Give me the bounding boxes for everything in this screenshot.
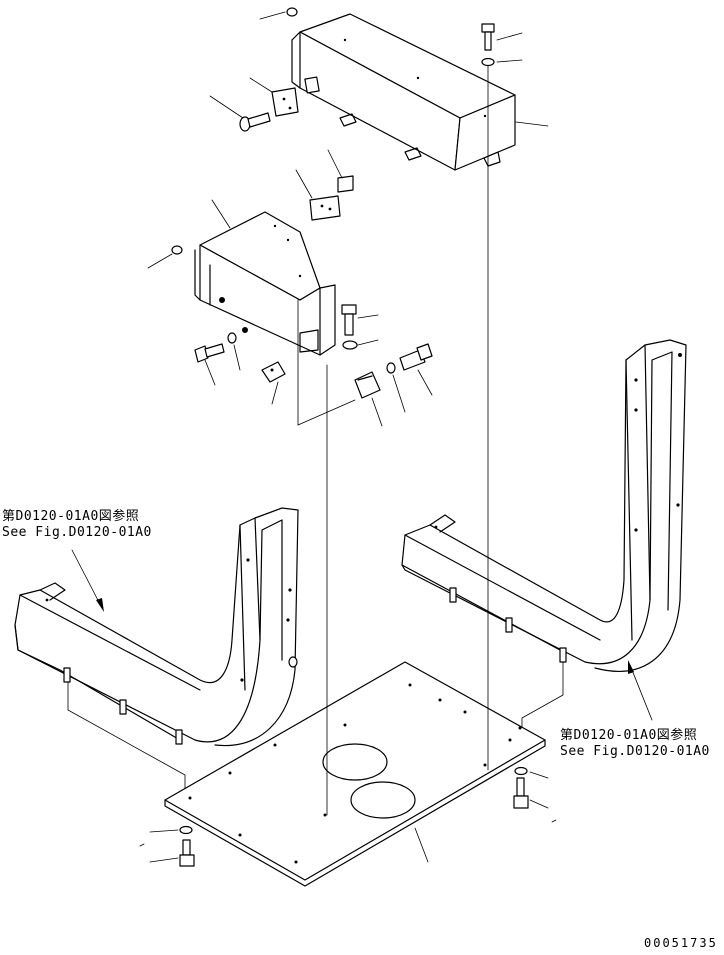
left-reference-en: See Fig.D0120-01A0 (2, 525, 152, 540)
left-bolt (194, 343, 225, 386)
top-right-bolt (481, 23, 523, 67)
upper-box (291, 13, 516, 171)
drawing-code: 00051735 (644, 936, 718, 950)
washer-right (386, 362, 406, 413)
left-washer (227, 332, 241, 371)
upper-box-nut (259, 7, 298, 20)
bottom-left-bolt (149, 839, 195, 867)
vertical-bolt-1 (341, 304, 379, 350)
upper-box-bolt (209, 95, 271, 132)
base-plate (164, 661, 546, 887)
clamp-right (354, 371, 383, 427)
bottom-left-washer (149, 825, 193, 835)
bottom-right-bolt (513, 777, 549, 809)
bolt-right (399, 343, 433, 396)
left-reference-note: 第D0120-01A0図参照 See Fig.D0120-01A0 (2, 509, 152, 541)
right-reference-note: 第D0120-01A0図参照 See Fig.D0120-01A0 (560, 728, 710, 760)
middle-box (194, 199, 336, 356)
left-arrow (71, 549, 104, 612)
bottom-right-washer (514, 766, 549, 779)
left-reference-jp: 第D0120-01A0図参照 (2, 509, 140, 524)
middle-box-bolt (327, 149, 354, 193)
right-guard (401, 339, 687, 736)
middle-box-bracket (295, 169, 341, 221)
upper-box-bracket (249, 77, 299, 117)
left-guard (14, 507, 299, 791)
right-arrow (628, 660, 653, 721)
right-reference-jp: 第D0120-01A0図参照 (560, 728, 698, 743)
small-clamp (261, 361, 286, 405)
middle-box-nut (147, 245, 183, 269)
right-reference-en: See Fig.D0120-01A0 (560, 744, 710, 759)
